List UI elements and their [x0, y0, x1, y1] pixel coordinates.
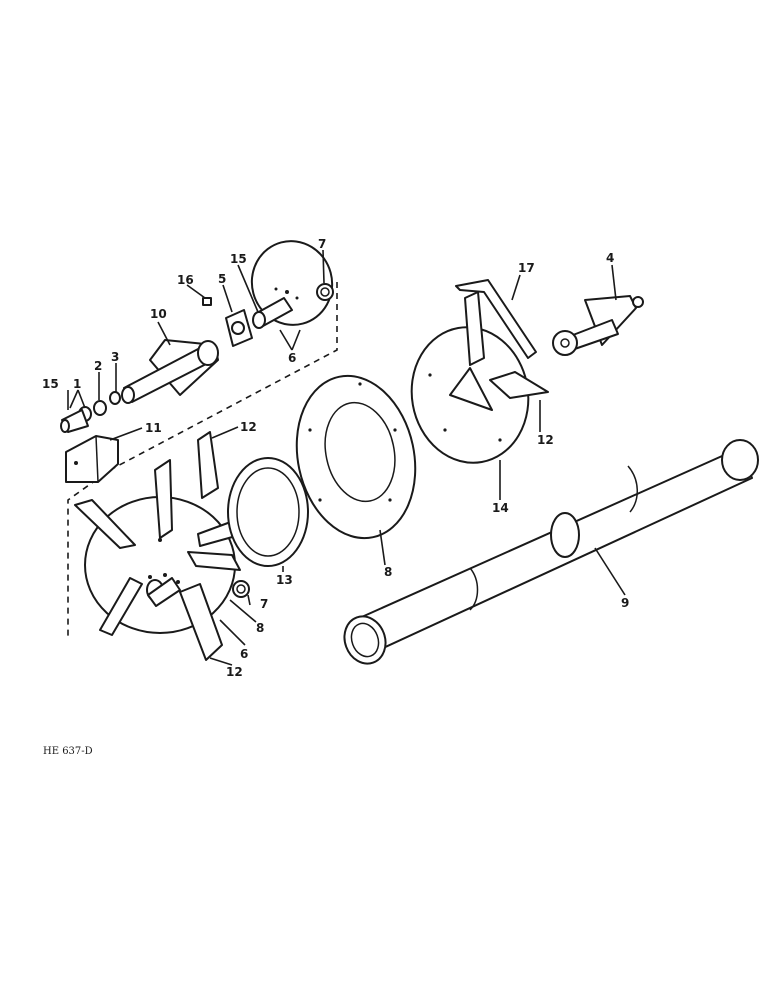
callout-11: 11 [145, 421, 162, 435]
callout-15b: 15 [230, 252, 247, 266]
callout-13: 13 [276, 573, 293, 587]
bearing-flange [225, 309, 253, 347]
callout-4: 4 [606, 251, 614, 265]
rotor-disc-assembly [74, 459, 241, 661]
paddle-loose-left [197, 431, 219, 499]
support-bar [455, 279, 537, 359]
callout-6a: 6 [288, 351, 296, 365]
mounting-bracket [65, 435, 119, 483]
callout-9: 9 [621, 596, 629, 610]
callout-12a: 12 [240, 420, 257, 434]
callout-8a: 8 [384, 565, 392, 579]
leader-lines [67, 249, 626, 666]
washer-and-collar-set [60, 391, 121, 433]
callout-14: 14 [492, 501, 509, 515]
annular-disc [295, 374, 417, 540]
callout-2: 2 [94, 359, 102, 373]
rotor-tube [343, 439, 759, 665]
seal-ring [227, 457, 309, 567]
callout-12c: 12 [537, 433, 554, 447]
callout-17: 17 [518, 261, 535, 275]
drawing-reference: HE 637-D [43, 746, 93, 757]
callout-7b: 7 [260, 597, 268, 611]
callout-1: 1 [73, 377, 81, 391]
callout-7a: 7 [318, 237, 326, 251]
nut-upper [316, 283, 334, 301]
callout-6b: 6 [240, 647, 248, 661]
shaft-with-plate [121, 339, 219, 404]
callout-8b: 8 [256, 621, 264, 635]
shaft-upper [252, 297, 293, 329]
callout-15a: 15 [42, 377, 59, 391]
callout-10: 10 [150, 307, 167, 321]
callout-12b: 12 [226, 665, 243, 679]
callout-3: 3 [111, 350, 119, 364]
rotor-disc-right [410, 291, 549, 464]
bearing-plate-shaft [552, 295, 644, 356]
nut-lower [232, 580, 250, 598]
callout-16: 16 [177, 273, 194, 287]
callout-5: 5 [218, 272, 226, 286]
bolt-16 [202, 297, 212, 306]
